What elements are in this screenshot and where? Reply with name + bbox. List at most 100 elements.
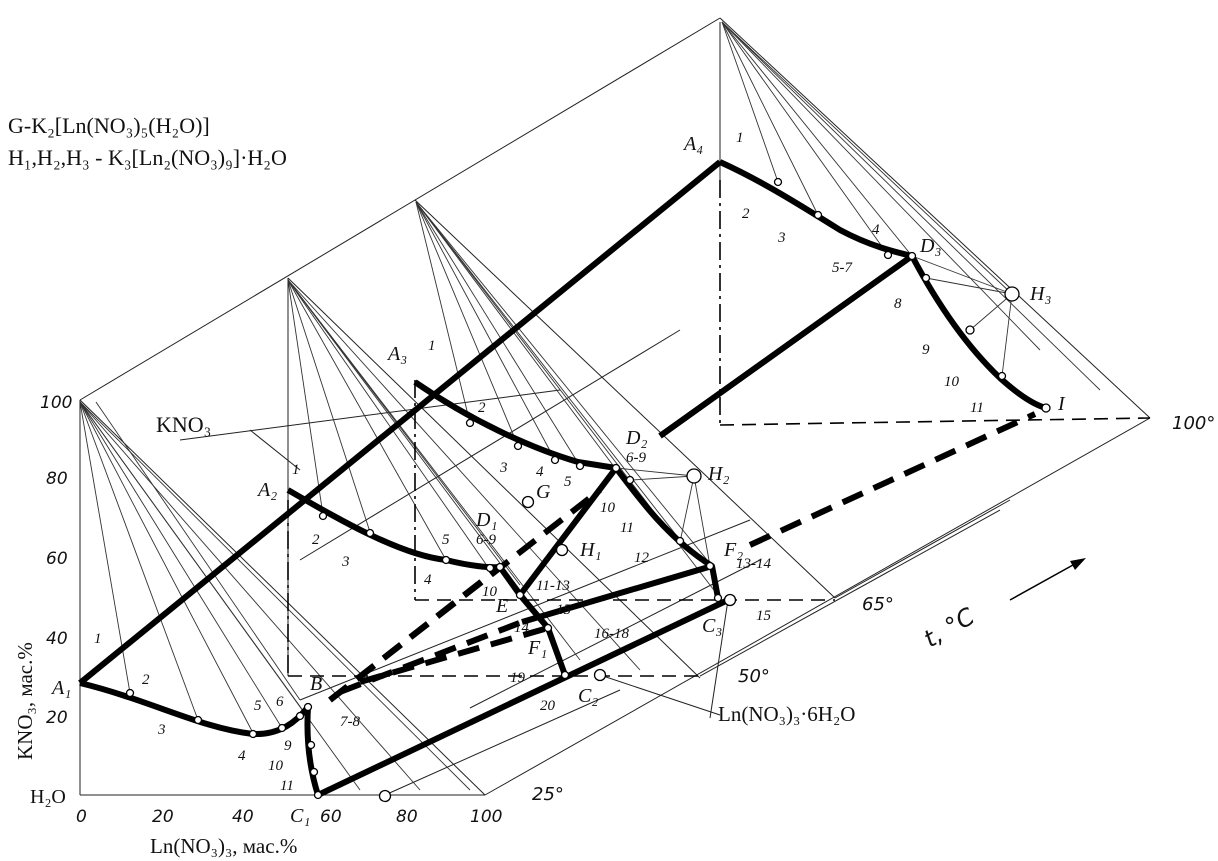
kno3-label: KNO₃ — [156, 412, 211, 437]
y-axis-label: KNO₃, мас.% — [13, 642, 37, 760]
tie-lines-50 — [287, 279, 641, 671]
c65-15: 15 — [756, 608, 772, 624]
x-tick-40: 40 — [232, 807, 254, 827]
label-E: E — [495, 595, 508, 617]
y-tick-100: 100 — [40, 393, 72, 413]
t-label: t, °C — [919, 602, 979, 653]
c50-16-18: 16-18 — [594, 626, 629, 642]
label-C1: C₁ — [290, 805, 310, 827]
salt-label: Ln(NO₃)₃·6H₂O — [718, 702, 855, 726]
curve-100 — [718, 159, 913, 259]
label-H3: H₃ — [1029, 283, 1051, 305]
c50-3: 3 — [341, 554, 350, 570]
t-arrow — [1009, 558, 1086, 601]
label-C2: C₂ — [578, 685, 598, 707]
curve-65-right — [613, 466, 721, 599]
y-tick-80: 80 — [46, 469, 68, 489]
c65-5: 5 — [564, 474, 572, 490]
c100-5-7: 5-7 — [832, 260, 853, 276]
y-tick-20: 20 — [46, 708, 68, 728]
curve-65 — [413, 379, 617, 471]
c65-12: 12 — [634, 550, 650, 566]
c65-13-14: 13-14 — [736, 556, 771, 572]
legend-line-2: H₁,H₂,H₃ - K₃[Ln₂(NO₃)₉]·H₂O — [8, 145, 287, 170]
label-F2: F₂ — [723, 539, 743, 561]
c50-14: 14 — [514, 620, 530, 636]
composition-labels-25: 1 2 3 4 5 6 7-8 9 10 11 — [94, 631, 360, 794]
x-tick-80: 80 — [396, 807, 418, 827]
curve-100-right — [909, 254, 1047, 411]
phase-points — [125, 177, 1051, 803]
tie-lines-65 — [415, 201, 721, 599]
temp-25: 25° — [532, 784, 564, 805]
c50-10: 10 — [482, 584, 498, 600]
c100-8: 8 — [894, 296, 902, 312]
c50-5: 5 — [442, 532, 450, 548]
x-tick-0: 0 — [76, 807, 87, 827]
c100-9: 9 — [922, 342, 930, 358]
c50-11-13: 11-13 — [536, 578, 570, 594]
point-labels: A₁ A₂ A₃ A₄ B C₁ C₂ C₃ D₁ D₂ D₃ E F₁ F₂ … — [50, 133, 1066, 827]
c25-2: 2 — [142, 672, 150, 688]
label-H1: H₁ — [579, 539, 601, 561]
c65-2: 2 — [478, 400, 486, 416]
invariant-dashes — [328, 411, 1037, 703]
A1-A4-edge — [78, 159, 722, 686]
label-D3: D₃ — [919, 235, 941, 257]
composition-labels-50: 1 2 3 4 5 6-9 10 11-13 14 15 16-18 19 20 — [292, 462, 629, 714]
curve-25-lower — [304, 706, 321, 796]
c100-11: 11 — [970, 400, 984, 416]
x-tick-60: 60 — [320, 807, 342, 827]
c50-4: 4 — [424, 572, 432, 588]
c65-3: 3 — [499, 460, 508, 476]
label-A4: A₄ — [682, 133, 703, 155]
curve-50 — [286, 487, 501, 571]
c100-4: 4 — [872, 222, 880, 238]
x-axis-label: Ln(NO₃)₃, мас.% — [150, 834, 297, 858]
c50-19: 19 — [510, 670, 526, 686]
temp-50: 50° — [738, 666, 770, 687]
c50-20: 20 — [540, 698, 556, 714]
c65-11: 11 — [620, 520, 634, 536]
c65-6-9: 6-9 — [626, 450, 646, 466]
composition-labels-65: 1 2 3 4 5 6-9 10 11 12 13-14 15 — [428, 338, 772, 624]
label-F1: F₁ — [527, 637, 547, 659]
prism-frame — [79, 17, 1151, 796]
x-tick-100: 100 — [470, 807, 502, 827]
c65-10: 10 — [600, 500, 616, 516]
c25-3: 3 — [157, 722, 166, 738]
c25-5: 5 — [254, 698, 262, 714]
c50-6-9: 6-9 — [476, 532, 496, 548]
label-D2: D₂ — [625, 427, 647, 449]
tie-lines-100 — [615, 21, 1101, 567]
legend-line-1: G-K₂[Ln(NO₃)₅(H₂O)] — [8, 113, 210, 138]
c50-2: 2 — [312, 532, 320, 548]
label-C3: C₃ — [702, 615, 722, 637]
c100-2: 2 — [742, 206, 750, 222]
c100-1: 1 — [736, 130, 744, 146]
label-H2: H₂ — [707, 463, 729, 485]
label-I: I — [1057, 393, 1066, 415]
c25-10: 10 — [268, 758, 284, 774]
curve-25 — [79, 680, 311, 738]
label-G: G — [536, 481, 551, 503]
c25-6: 6 — [276, 694, 284, 710]
tie-lines-25 — [79, 401, 471, 791]
x-tick-20: 20 — [152, 807, 174, 827]
label-B: B — [310, 673, 322, 695]
temp-100: 100° — [1172, 413, 1215, 434]
c25-9: 9 — [284, 738, 292, 754]
c100-3: 3 — [777, 230, 786, 246]
y-tick-60: 60 — [46, 549, 68, 569]
c50-15: 15 — [556, 602, 572, 618]
label-A1: A₁ — [50, 677, 71, 699]
c100-10: 10 — [944, 374, 960, 390]
c50-1: 1 — [292, 462, 300, 478]
label-A2: A₂ — [256, 479, 277, 501]
c25-4: 4 — [238, 748, 246, 764]
c25-11: 11 — [280, 778, 294, 794]
composition-labels-100: 1 2 3 4 5-7 8 9 10 11 — [736, 130, 984, 416]
solubility-curves — [78, 159, 1047, 798]
c25-1: 1 — [94, 631, 102, 647]
